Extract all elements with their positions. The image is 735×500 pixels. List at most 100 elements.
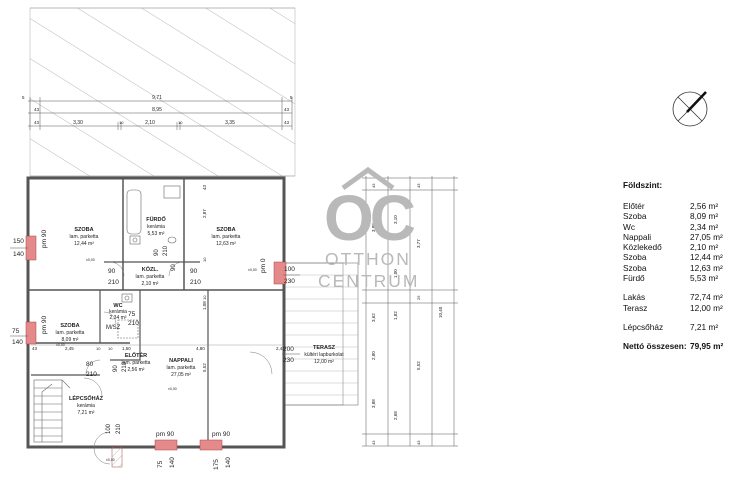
svg-text:lam. parketta: lam. parketta [212, 234, 241, 240]
svg-text:WC: WC [113, 303, 122, 309]
opening-90-e: 90 [171, 264, 177, 271]
svg-text:10: 10 [108, 346, 113, 351]
svg-text:43: 43 [371, 440, 376, 445]
svg-text:LÉPCSŐHÁZ: LÉPCSŐHÁZ [69, 394, 104, 402]
opening-90-c: 90 [154, 249, 160, 256]
svg-text:±0,00: ±0,00 [56, 343, 65, 347]
svg-text:3,10: 3,10 [393, 215, 398, 224]
entrance-step [111, 446, 123, 468]
svg-text:3,77: 3,77 [416, 239, 421, 248]
opening-100: 100 [284, 266, 295, 273]
opening-90-a: 90 [108, 268, 116, 275]
dim-8-95: 8,95 [152, 107, 162, 113]
room-terasz: TERASZ kültéri lapburkolat 12,00 m² [304, 345, 344, 365]
watermark: OC OTTHON CENTRUM [318, 170, 418, 292]
svg-text:5,53 m²: 5,53 m² [148, 231, 165, 237]
svg-text:NAPPALI: NAPPALI [169, 358, 193, 364]
washer-label: M/SZ [106, 325, 121, 331]
dim-2-10: 2,10 [145, 120, 155, 126]
room-szoba-3: SZOBA lam. parketta 8,09 m² [56, 323, 85, 343]
svg-text:2,80: 2,80 [371, 351, 376, 360]
dim-5-a: 5 [22, 95, 25, 100]
right-dimension-texts: 3,80 3,10 3,77 1,82 1,00 2,80 3,62 3,88 … [371, 183, 443, 445]
room-labels: SZOBA lam. parketta 12,44 m² FÜRDŐ kerám… [56, 216, 345, 416]
room-nappali: NAPPALI lam. parketta 27,05 m² [167, 358, 196, 378]
opening-210-e: 210 [86, 371, 97, 378]
wc-fixtures [117, 293, 139, 339]
svg-text:43: 43 [32, 346, 38, 351]
opening-140: 140 [13, 251, 24, 258]
watermark-logo: OC [324, 182, 416, 254]
dim-3-30: 3,30 [73, 120, 83, 126]
svg-text:lam. parketta: lam. parketta [136, 274, 165, 280]
opening-175: 175 [213, 459, 220, 470]
svg-text:1,82: 1,82 [393, 311, 398, 320]
room-wc: WC kerámia 2,34 m² M/SZ [106, 303, 127, 331]
right-dimension-lines [362, 176, 458, 447]
opening-90-b: 90 [190, 268, 198, 275]
dim-43-a: 43 [34, 107, 40, 112]
svg-text:10: 10 [202, 295, 207, 300]
svg-text:3,62: 3,62 [371, 313, 376, 322]
dim-43-b: 43 [34, 120, 40, 125]
window-label-pm90-b: pm 90 [41, 316, 48, 334]
opening-140-c: 140 [169, 457, 176, 468]
room-kozlekedo: KÖZL. lam. parketta 2,10 m² [136, 266, 165, 287]
opening-80: 80 [86, 361, 94, 368]
svg-text:12,63 m²: 12,63 m² [216, 241, 236, 247]
window-label-pm0: pm 0 [260, 258, 267, 273]
svg-text:±0,00: ±0,00 [248, 268, 257, 272]
window-south-2 [199, 439, 223, 451]
svg-text:2,10 m²: 2,10 m² [142, 281, 159, 287]
watermark-line1: OTTHON [325, 249, 411, 269]
opening-210-a: 210 [108, 279, 119, 286]
opening-90-d: 90 [113, 365, 119, 372]
svg-text:3,88: 3,88 [371, 399, 376, 408]
opening-140-d: 140 [225, 457, 232, 468]
svg-text:2,45: 2,45 [65, 346, 74, 351]
window-west-lower [25, 321, 37, 345]
opening-150: 150 [13, 238, 24, 245]
opening-210-g: 210 [116, 423, 122, 434]
opening-200: 200 [283, 346, 294, 353]
svg-text:±0,00: ±0,00 [168, 387, 177, 391]
svg-text:±0,00: ±0,00 [106, 458, 115, 462]
svg-text:2,42: 2,42 [276, 346, 285, 351]
svg-text:8,09 m²: 8,09 m² [62, 337, 79, 343]
svg-text:25: 25 [416, 295, 421, 300]
svg-text:FÜRDŐ: FÜRDŐ [146, 216, 166, 223]
svg-text:SZOBA: SZOBA [60, 323, 79, 329]
svg-text:kültéri lapburkolat: kültéri lapburkolat [304, 352, 344, 358]
opening-210-b: 210 [190, 279, 201, 286]
window-label-pm90-c: pm 90 [156, 431, 174, 438]
svg-text:5,52: 5,52 [202, 363, 207, 372]
svg-text:KÖZL.: KÖZL. [142, 266, 159, 273]
opening-230-b: 230 [283, 357, 294, 364]
bathroom-fixtures [126, 185, 181, 245]
opening-labels: 150 140 pm 90 100 230 pm 0 75 140 pm 90 … [10, 230, 300, 470]
svg-text:SZOBA: SZOBA [74, 227, 93, 233]
opening-210-d: 210 [128, 320, 139, 327]
svg-text:lam. parketta: lam. parketta [167, 365, 196, 371]
svg-text:SZOBA: SZOBA [216, 227, 235, 233]
svg-text:kerámia: kerámia [147, 224, 165, 230]
staircase [33, 379, 71, 443]
svg-text:lam. parketta: lam. parketta [122, 360, 151, 366]
room-szoba-2: SZOBA lam. parketta 12,63 m² [212, 227, 241, 247]
dim-10-b: 10 [178, 120, 183, 125]
svg-text:2,68: 2,68 [393, 411, 398, 420]
svg-text:43: 43 [371, 183, 376, 188]
terrace-area [282, 262, 359, 406]
svg-text:1,08: 1,08 [202, 301, 207, 310]
top-dimension-lines [28, 97, 293, 130]
svg-text:kerámia: kerámia [109, 309, 127, 315]
svg-text:2,56 m²: 2,56 m² [128, 367, 145, 373]
windows [25, 235, 287, 468]
